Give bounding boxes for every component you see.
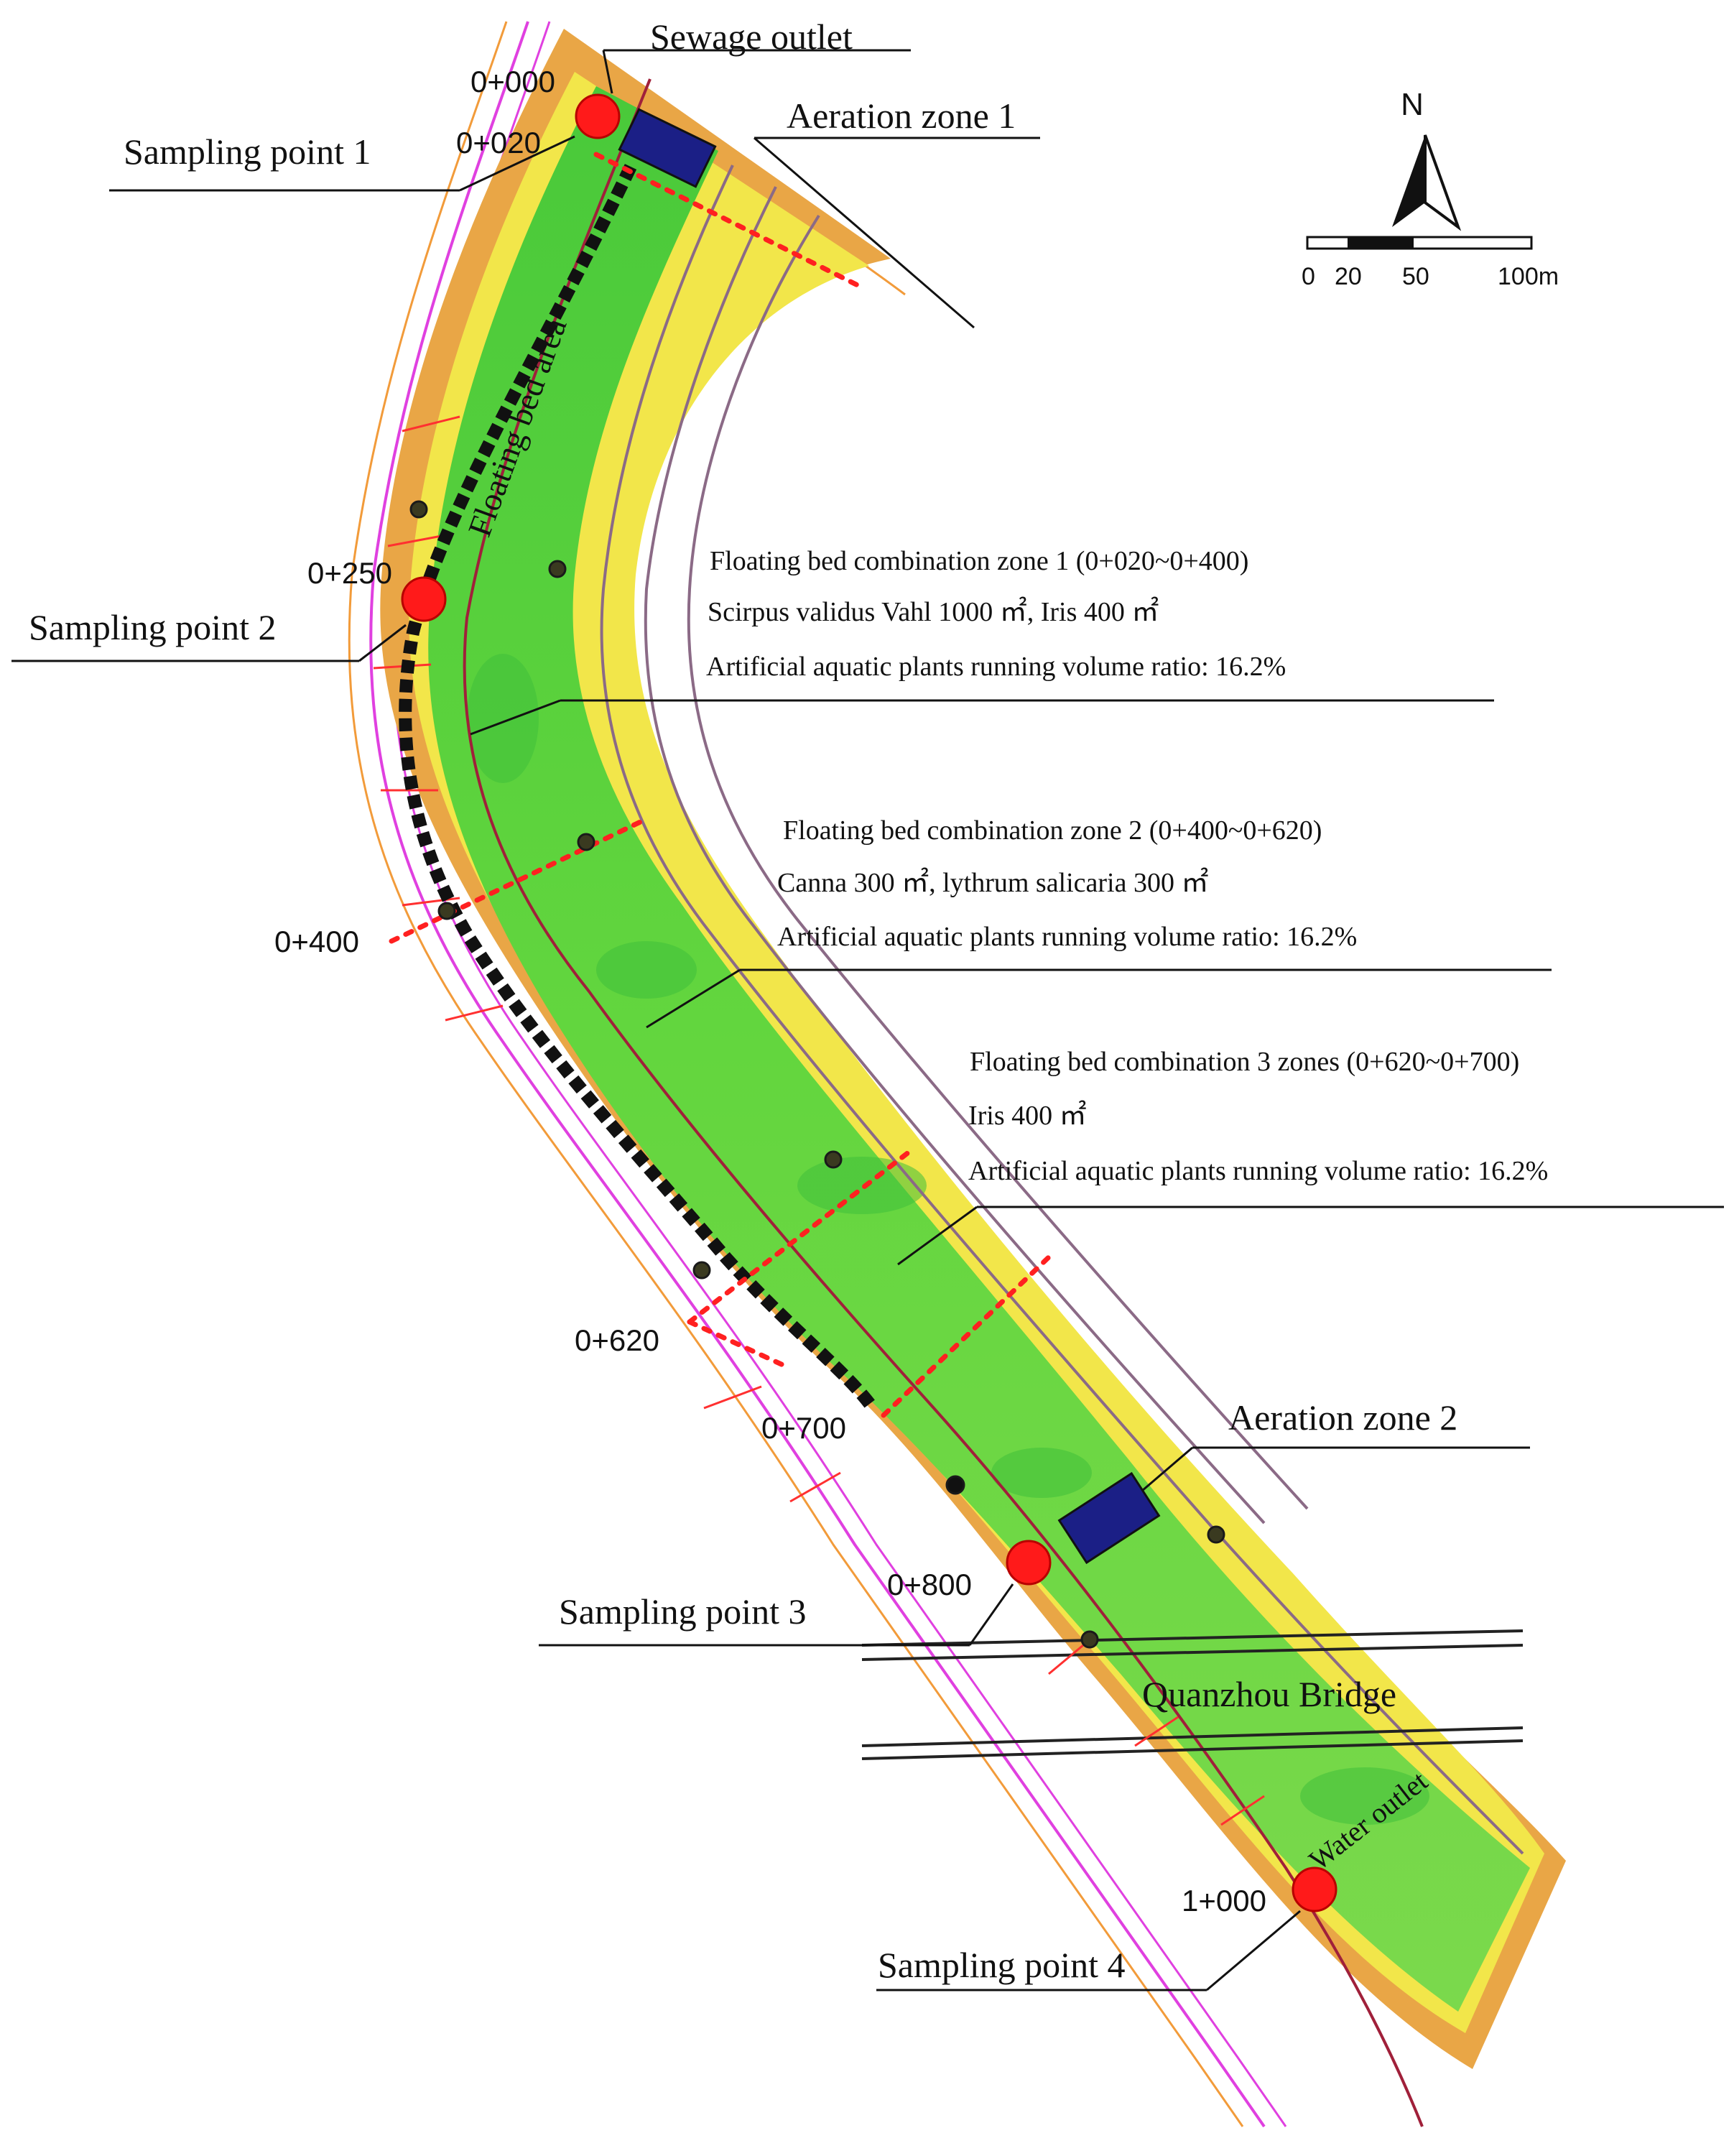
station-label: 0+700	[761, 1411, 846, 1445]
zone-dividers	[389, 152, 1052, 1418]
label-aeration-zone-2: Aeration zone 2	[1228, 1397, 1457, 1438]
north-label: N	[1401, 87, 1424, 122]
zone-3-description: Floating bed combination 3 zones (0+620~…	[968, 1047, 1548, 1186]
label-sampling-point-3: Sampling point 3	[559, 1591, 806, 1632]
scale-bar: 0 20 50 100m	[1302, 236, 1559, 290]
station-label: 0+250	[307, 556, 392, 590]
zone-3-ratio: Artificial aquatic plants running volume…	[968, 1156, 1548, 1186]
zone-1-title: Floating bed combination zone 1 (0+020~0…	[710, 546, 1248, 576]
sampling-point-2-marker	[401, 576, 447, 622]
zone-3-plants: Iris 400 ㎡	[968, 1101, 1087, 1131]
divider-0620	[687, 1147, 915, 1325]
sewage-outlet-point	[575, 93, 621, 139]
station-label: 1+000	[1182, 1884, 1266, 1917]
label-sampling-point-1: Sampling point 1	[124, 131, 371, 172]
station-label: 0+400	[274, 925, 359, 958]
station-label: 0+620	[575, 1323, 659, 1357]
station-labels: 0+000 0+020 0+250 0+400 0+620 0+700 0+80…	[274, 65, 1266, 1917]
station-label: 0+020	[456, 126, 541, 159]
divider-0020	[593, 152, 865, 290]
road-line	[463, 78, 1424, 2127]
divider-0700	[881, 1254, 1052, 1418]
label-sewage-outlet: Sewage outlet	[650, 17, 853, 57]
leader-lines	[11, 49, 1724, 1991]
zone-2-ratio: Artificial aquatic plants running volume…	[777, 922, 1357, 952]
bank-yellow	[409, 72, 1544, 2033]
promenade-paths	[600, 165, 1524, 1855]
station-label: 0+000	[470, 65, 555, 98]
zone-2-title: Floating bed combination zone 2 (0+400~0…	[783, 815, 1322, 846]
zone-2-description: Floating bed combination zone 2 (0+400~0…	[777, 815, 1357, 952]
zone-1-description: Floating bed combination zone 1 (0+020~0…	[706, 546, 1286, 682]
aeration-zone-2-marker	[1057, 1471, 1161, 1565]
sampling-points	[401, 93, 1337, 1912]
label-quanzhou-bridge: Quanzhou Bridge	[1142, 1674, 1396, 1714]
zone-3-title: Floating bed combination 3 zones (0+620~…	[970, 1047, 1519, 1077]
zone-1-plants: Scirpus validus Vahl 1000 ㎡, Iris 400 ㎡	[708, 597, 1159, 627]
station-label: 0+800	[887, 1568, 972, 1601]
zone-1-ratio: Artificial aquatic plants running volume…	[706, 652, 1286, 682]
sampling-point-4-marker	[1292, 1866, 1337, 1912]
scale-tick: 50	[1402, 263, 1429, 290]
water-channel	[428, 86, 1530, 2012]
label-sampling-point-4: Sampling point 4	[878, 1945, 1125, 1985]
scale-tick: 100m	[1498, 263, 1559, 290]
aeration-zone-1-marker	[618, 108, 717, 188]
label-aeration-zone-1: Aeration zone 1	[787, 96, 1016, 136]
label-sampling-point-2: Sampling point 2	[29, 607, 276, 647]
sampling-point-3-marker	[1006, 1540, 1052, 1586]
divider-0400	[389, 816, 649, 944]
zone-2-plants: Canna 300 ㎡, lythrum salicaria 300 ㎡	[777, 868, 1209, 898]
north-arrow-icon: N	[1392, 87, 1462, 231]
scale-tick: 0	[1302, 263, 1315, 290]
scale-tick: 20	[1335, 263, 1362, 290]
water-deep-patches	[467, 654, 1429, 1825]
junction-markers	[409, 500, 1225, 1649]
